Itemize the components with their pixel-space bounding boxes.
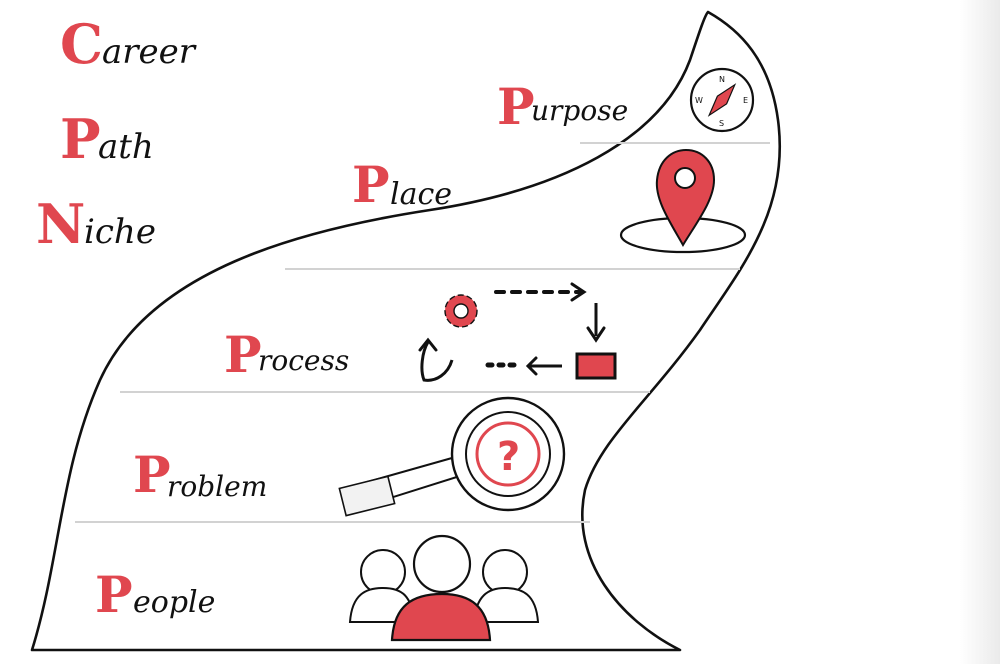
compass-s: S [719, 119, 724, 128]
question-mark: ? [497, 434, 520, 480]
gear-icon [444, 294, 478, 328]
magnifier-question-icon: ? [338, 396, 566, 517]
level-word: rocess [258, 344, 349, 377]
page-edge-shadow [960, 0, 1000, 664]
level-word: roblem [167, 470, 267, 503]
acronym-word: iche [84, 212, 156, 252]
process-cycle-icon [418, 282, 617, 382]
level-word: urpose [531, 94, 628, 127]
acronym-letter: C [60, 12, 103, 76]
level-process: P rocess [224, 325, 349, 384]
level-letter: P [133, 445, 171, 504]
level-letter: P [95, 565, 133, 624]
level-purpose: P urpose [497, 77, 628, 136]
wave-outline [30, 10, 782, 652]
level-letter: P [224, 325, 262, 384]
acronym-path: P ath [60, 107, 154, 171]
compass-n: N [719, 75, 725, 84]
level-letter: P [352, 155, 390, 214]
acronym-letter: N [36, 192, 85, 256]
people-group-icon [348, 534, 540, 642]
level-people: P eople [95, 565, 215, 624]
level-letter: P [497, 77, 535, 136]
acronym-letter: P [60, 107, 101, 171]
acronym-career: C areer [60, 12, 197, 76]
compass-icon: N S E W [689, 67, 755, 133]
acronym-niche: N iche [36, 192, 156, 256]
compass-w: W [695, 96, 703, 105]
location-pin-icon [619, 148, 747, 254]
acronym-word: ath [98, 127, 154, 167]
compass-e: E [743, 96, 748, 105]
level-place: P lace [352, 155, 452, 214]
level-problem: P roblem [133, 445, 267, 504]
acronym-word: areer [102, 32, 197, 72]
level-word: eople [133, 585, 215, 620]
level-word: lace [390, 177, 452, 212]
